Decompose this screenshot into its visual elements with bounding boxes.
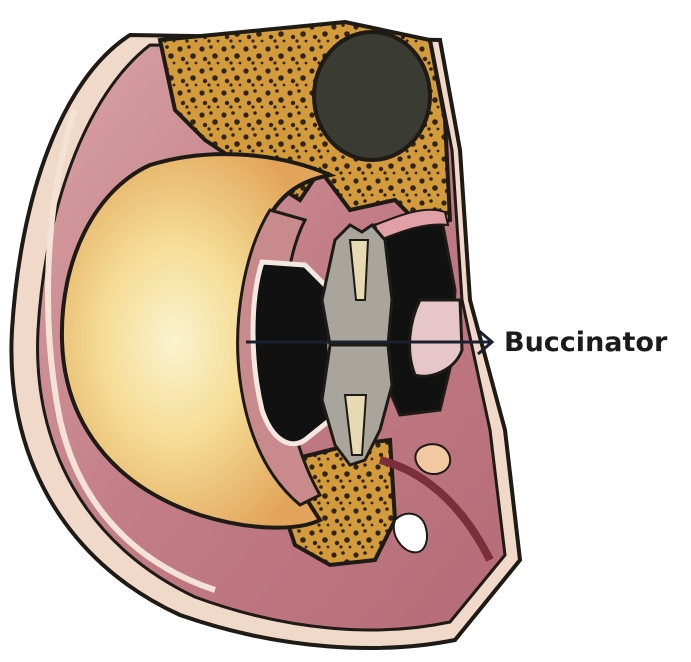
buccinator-label: Buccinator xyxy=(504,327,668,358)
oral-vestibule xyxy=(253,262,330,444)
tongue-edge xyxy=(410,300,462,376)
gland-nodule xyxy=(415,444,450,474)
maxillary-sinus xyxy=(314,32,430,160)
